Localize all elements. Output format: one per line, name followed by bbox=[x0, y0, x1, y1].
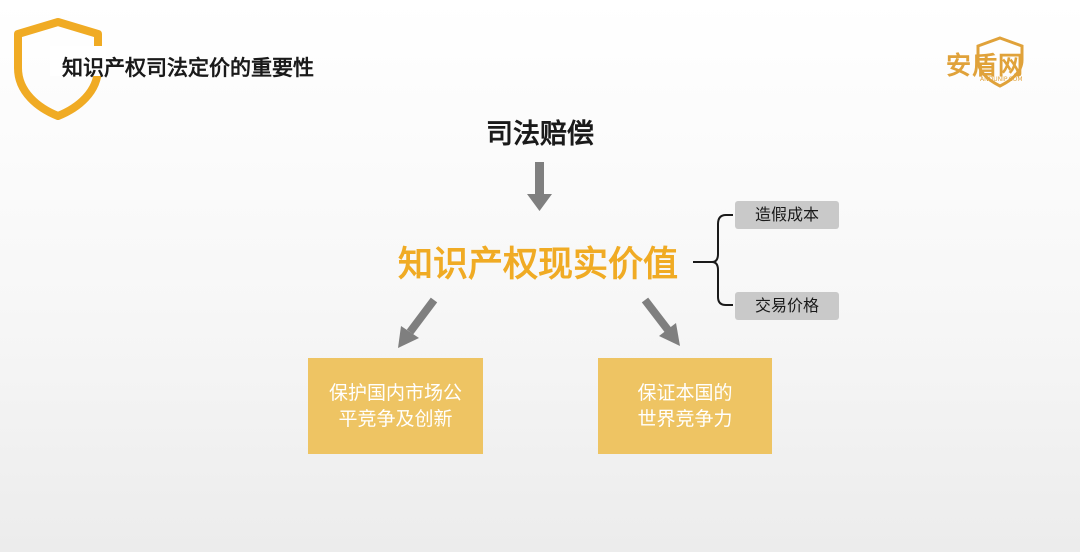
arrow-down-left-icon bbox=[398, 297, 438, 348]
arrow-down-icon bbox=[527, 162, 552, 211]
outcome-box-domestic: 保护国内市场公 平竞争及创新 bbox=[308, 358, 483, 454]
center-node-label: 知识产权现实价值 bbox=[397, 245, 678, 285]
outcome-box-global-line2: 世界竞争力 bbox=[637, 408, 733, 430]
brace-connector bbox=[693, 214, 733, 306]
logo bbox=[976, 36, 1024, 88]
page-title: 知识产权司法定价的重要性 bbox=[62, 56, 314, 80]
outcome-box-global-line1: 保证本国的 bbox=[637, 382, 733, 404]
outcome-box-domestic-line2: 平竞争及创新 bbox=[338, 408, 453, 430]
logo-subtext: ANDUNIP.COM bbox=[980, 76, 1023, 83]
top-node-label: 司法赔偿 bbox=[486, 119, 594, 150]
logo-text: 安盾网 bbox=[946, 51, 1025, 80]
shield-icon bbox=[14, 18, 106, 120]
outcome-box-global: 保证本国的 世界竞争力 bbox=[598, 358, 772, 454]
outcome-box-domestic-line1: 保护国内市场公 bbox=[328, 382, 462, 404]
tag-counterfeit-cost: 造假成本 bbox=[735, 201, 839, 229]
tag-transaction-price: 交易价格 bbox=[735, 292, 839, 320]
arrow-down-right-icon bbox=[641, 297, 680, 346]
